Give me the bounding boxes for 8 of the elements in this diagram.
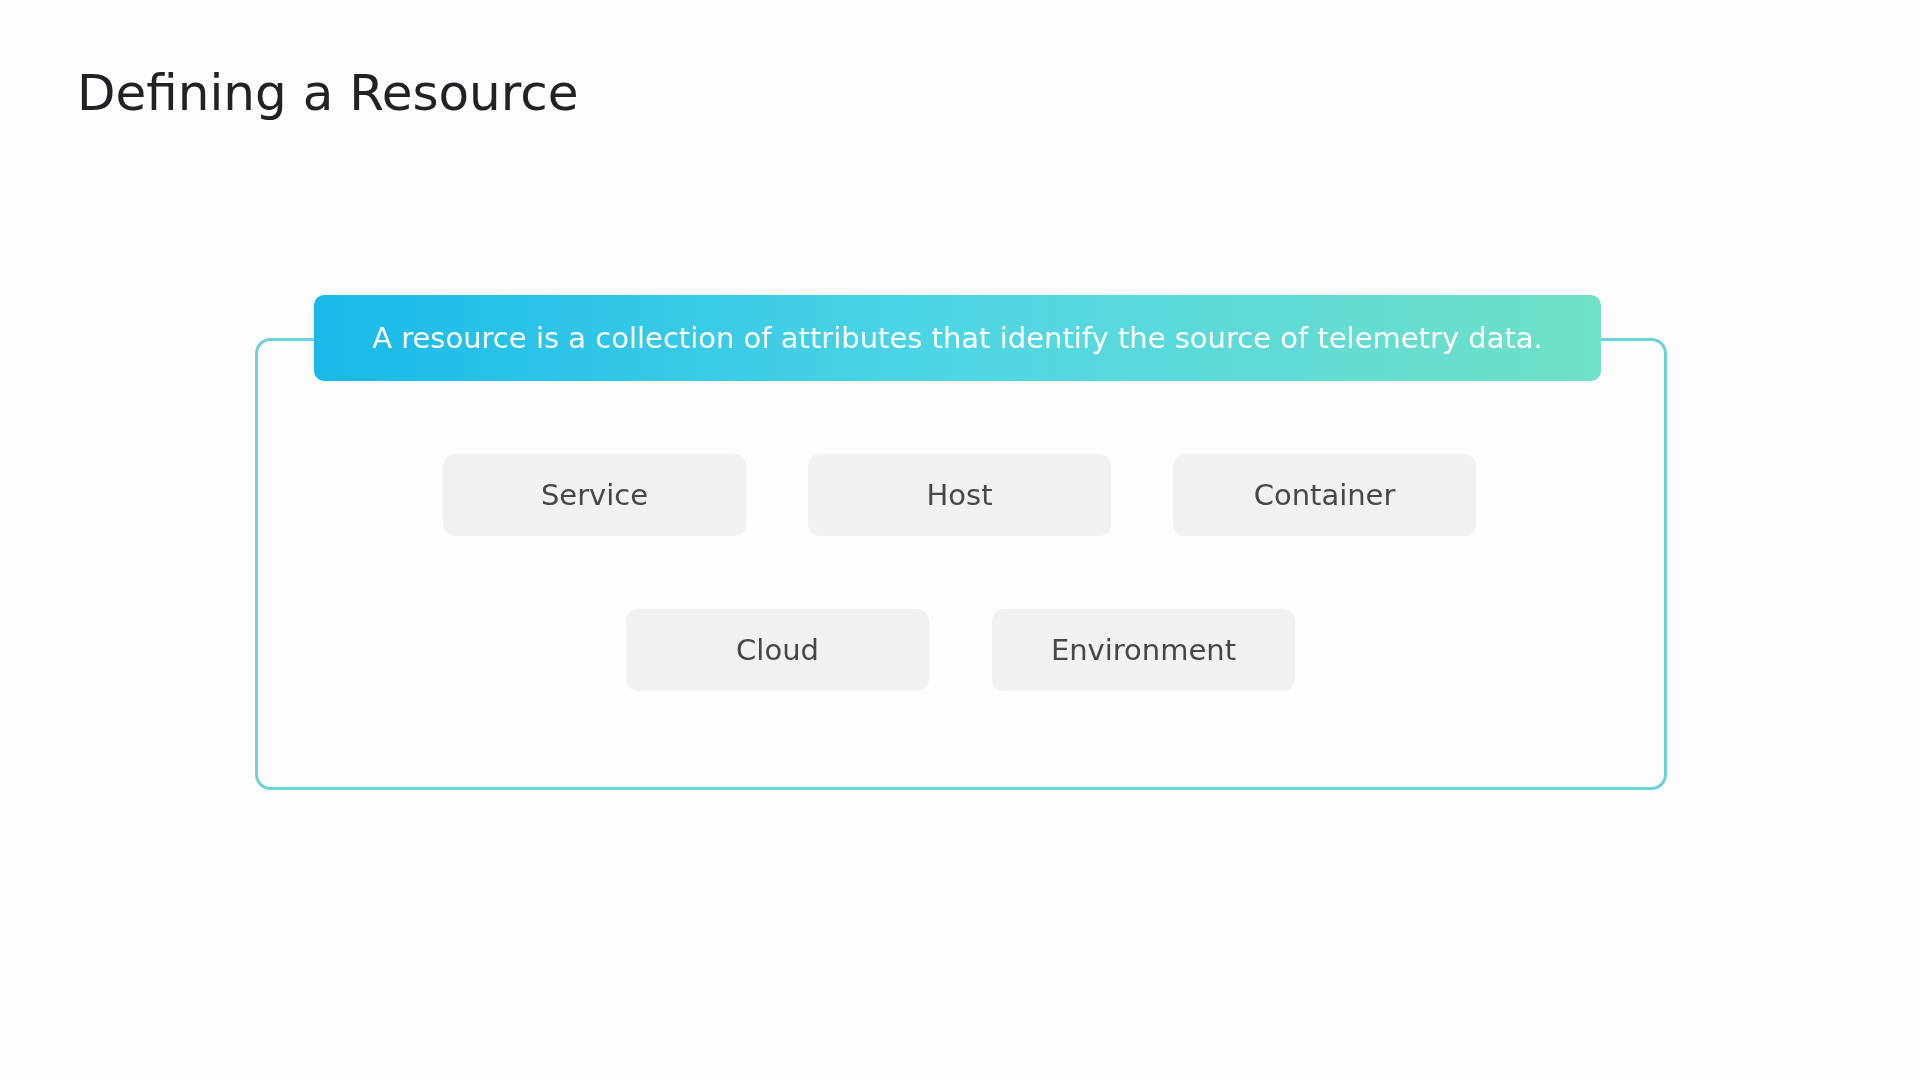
- attribute-card: Cloud: [626, 609, 929, 691]
- slide-title: Defining a Resource: [77, 66, 579, 121]
- heading-banner: A resource is a collection of attributes that identify the source of telemetry data.: [314, 295, 1601, 381]
- attribute-card: Host: [808, 454, 1111, 536]
- attribute-card: Environment: [992, 609, 1295, 691]
- attribute-card: Service: [443, 454, 746, 536]
- attribute-card: Container: [1173, 454, 1476, 536]
- group-frame: [255, 295, 1667, 790]
